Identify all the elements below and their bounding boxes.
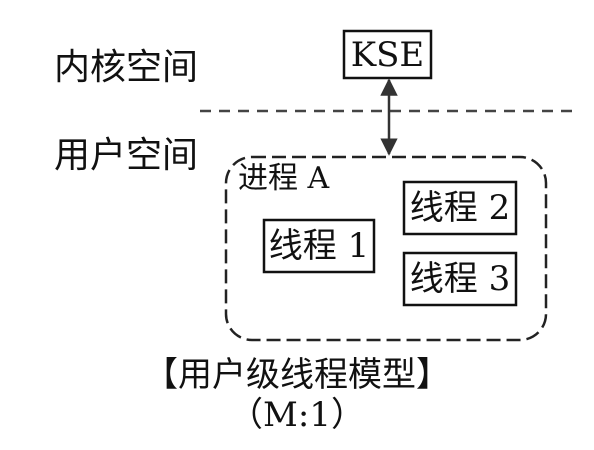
process-container <box>224 155 548 342</box>
model-ratio: （M:1） <box>229 395 365 435</box>
kse-label: KSE <box>350 35 425 75</box>
kse-box <box>342 29 433 80</box>
model-title: 【用户级线程模型】 <box>144 355 450 395</box>
thread-1-label: 线程 1 <box>268 226 370 266</box>
thread-3-label: 线程 3 <box>409 259 511 299</box>
user-space-label: 用户空间 <box>54 135 199 176</box>
thread-1-box <box>262 218 376 274</box>
process-label: 进程 A <box>238 161 330 196</box>
kernel-space-label: 内核空间 <box>54 47 199 88</box>
thread-2-box <box>402 180 518 236</box>
thread-2-label: 线程 2 <box>409 188 511 228</box>
thread-3-box <box>402 251 518 307</box>
